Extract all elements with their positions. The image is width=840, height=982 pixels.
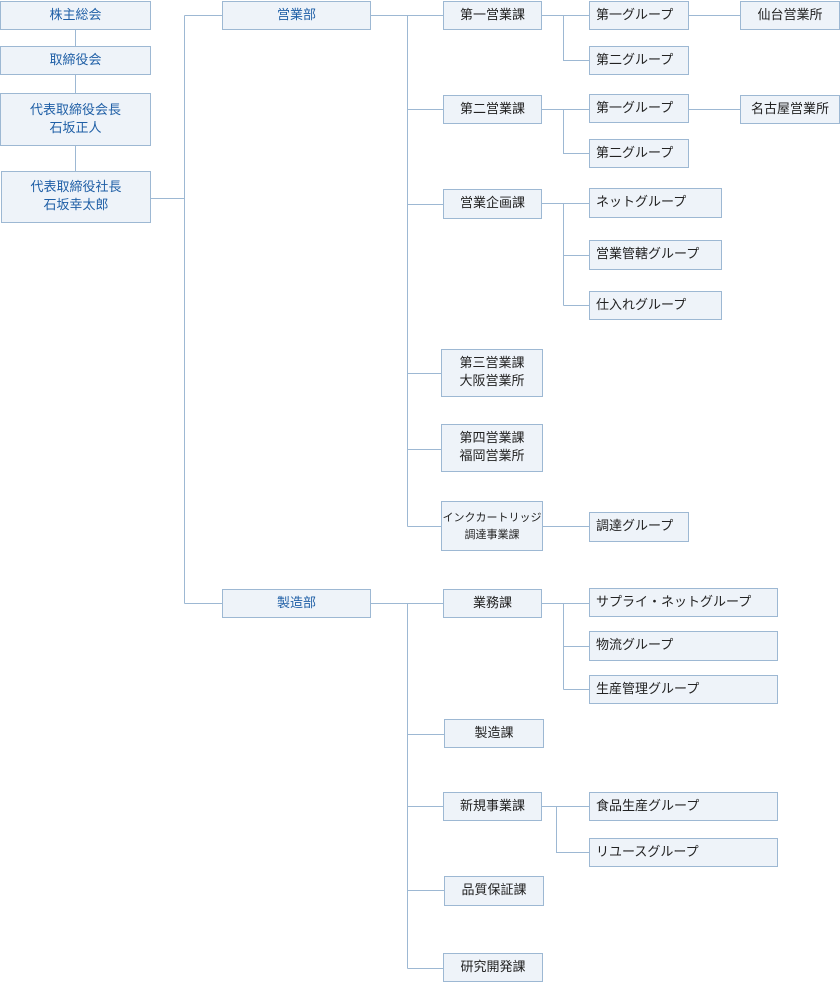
president-box: 代表取締役社長 石坂幸太郎 bbox=[1, 171, 151, 223]
sales-department-box: 営業部 bbox=[222, 1, 371, 30]
logistics-group-box: 物流グループ bbox=[589, 631, 778, 661]
connector-section2-groups bbox=[542, 109, 740, 154]
business-section-box: 業務課 bbox=[443, 589, 542, 618]
sales-planning-section-box: 営業企画課 bbox=[443, 189, 542, 219]
connector-manufacturing-sections bbox=[371, 603, 444, 969]
connector-planning-groups bbox=[542, 203, 589, 306]
purchasing-group-box: 仕入れグループ bbox=[589, 291, 722, 320]
sendai-office-box: 仙台営業所 bbox=[740, 1, 840, 30]
connector-newbiz-groups bbox=[542, 806, 589, 853]
production-management-group-box: 生産管理グループ bbox=[589, 675, 778, 704]
chairman-box: 代表取締役会長 石坂正人 bbox=[0, 93, 151, 146]
rnd-section-box: 研究開発課 bbox=[443, 953, 543, 982]
quality-assurance-section-box: 品質保証課 bbox=[444, 876, 544, 906]
section2-group1-box: 第一グループ bbox=[589, 94, 689, 123]
section2-group2-box: 第二グループ bbox=[589, 139, 689, 168]
sales-section-1-box: 第一営業課 bbox=[443, 1, 542, 30]
ink-cartridge-section-box: インクカートリッジ 調達事業課 bbox=[441, 501, 543, 551]
sales-section-4-box: 第四営業課 福岡営業所 bbox=[441, 424, 543, 472]
manufacturing-department-box: 製造部 bbox=[222, 589, 371, 618]
food-production-group-box: 食品生産グループ bbox=[589, 792, 778, 821]
net-group-box: ネットグループ bbox=[589, 188, 722, 218]
section1-group1-box: 第一グループ bbox=[589, 1, 689, 30]
board-of-directors-box: 取締役会 bbox=[0, 46, 151, 75]
production-section-box: 製造課 bbox=[444, 719, 544, 748]
shareholders-meeting-box: 株主総会 bbox=[0, 1, 151, 30]
procurement-group-box: 調達グループ bbox=[589, 512, 689, 542]
section1-group2-box: 第二グループ bbox=[589, 46, 689, 75]
connector-business-groups bbox=[542, 603, 589, 690]
reuse-group-box: リユースグループ bbox=[589, 838, 778, 867]
sales-section-2-box: 第二営業課 bbox=[443, 95, 542, 124]
sales-control-group-box: 営業管轄グループ bbox=[589, 240, 722, 270]
connector-sales-sections bbox=[371, 15, 443, 527]
connector-section1-groups bbox=[542, 15, 740, 61]
new-business-section-box: 新規事業課 bbox=[443, 792, 542, 821]
sales-section-3-box: 第三営業課 大阪営業所 bbox=[441, 349, 543, 397]
connector-president-departments bbox=[151, 15, 222, 604]
supply-net-group-box: サプライ・ネットグループ bbox=[589, 588, 778, 617]
nagoya-office-box: 名古屋営業所 bbox=[740, 95, 840, 124]
